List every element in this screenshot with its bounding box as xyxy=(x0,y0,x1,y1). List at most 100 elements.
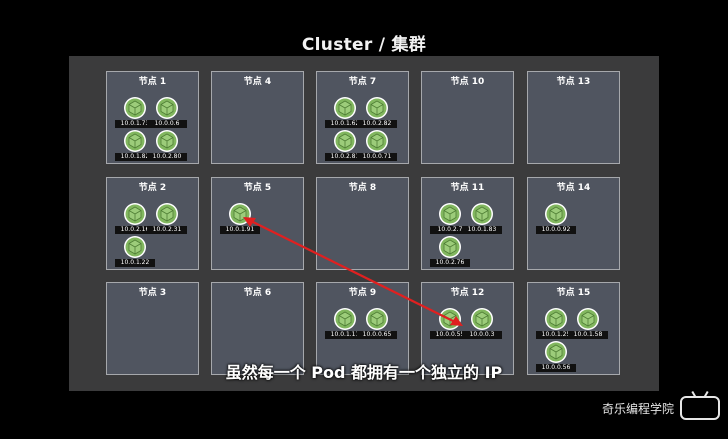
pod-item[interactable]: 10.0.1.82 xyxy=(115,129,155,163)
pod-icon xyxy=(366,130,388,152)
pod-item[interactable]: 10.0.2.76 xyxy=(430,235,470,269)
pod-item[interactable]: 10.0.1.25 xyxy=(536,307,576,341)
pod-item[interactable]: 10.0.1.83 xyxy=(462,202,502,236)
watermark-text: 奇乐编程学院 xyxy=(601,401,674,416)
pod-item[interactable]: 10.0.1.91 xyxy=(220,202,260,236)
pod-icon xyxy=(545,203,567,225)
pod-ip-label: 10.0.2.82 xyxy=(357,120,397,128)
node-label: 节点 11 xyxy=(450,183,485,193)
pod-item[interactable]: 10.0.2.31 xyxy=(147,202,187,236)
pod-ip-label: 10.0.1.91 xyxy=(220,226,260,234)
pod-icon xyxy=(471,203,493,225)
pod-icon xyxy=(366,308,388,330)
pod-ip-label: 10.0.0.65 xyxy=(357,331,397,339)
pod-icon xyxy=(577,308,599,330)
pod-icon xyxy=(124,97,146,119)
pod-icon xyxy=(156,130,178,152)
node-label: 节点 15 xyxy=(556,288,591,298)
pod-icon xyxy=(471,308,493,330)
subtitle-caption: 虽然每一个 Pod 都拥有一个独立的 IP xyxy=(225,363,503,382)
node-label: 节点 6 xyxy=(243,288,272,298)
pod-ip-label: 10.0.0.55 xyxy=(430,331,470,339)
node-label: 节点 3 xyxy=(138,288,167,298)
pod-icon xyxy=(124,130,146,152)
pod-ip-label: 10.0.0.92 xyxy=(536,226,576,234)
node-card[interactable]: 节点 8 xyxy=(316,177,409,270)
node-card[interactable]: 节点 14 10.0.0.92 xyxy=(527,177,620,270)
node-label: 节点 9 xyxy=(348,288,377,298)
pod-ip-label: 10.0.0.56 xyxy=(536,364,576,372)
pod-icon xyxy=(366,97,388,119)
pod-ip-label: 10.0.1.22 xyxy=(115,259,155,267)
pod-item[interactable]: 10.0.0.92 xyxy=(536,202,576,236)
cluster-title: Cluster / 集群 xyxy=(301,35,427,55)
node-label: 节点 14 xyxy=(556,183,591,193)
pod-item[interactable]: 10.0.2.16 xyxy=(115,202,155,236)
pod-ip-label: 10.0.2.31 xyxy=(147,226,187,234)
pod-item[interactable]: 10.0.0.3 xyxy=(462,307,502,341)
pod-item[interactable]: 10.0.2.81 xyxy=(325,129,365,163)
pod-item[interactable]: 10.0.0.65 xyxy=(357,307,397,341)
node-label: 节点 13 xyxy=(556,77,591,87)
watermark: 奇乐编程学院 xyxy=(602,396,720,420)
pod-item[interactable]: 10.0.1.11 xyxy=(325,307,365,341)
pod-item[interactable]: 10.0.0.56 xyxy=(536,340,576,374)
node-label: 节点 2 xyxy=(138,183,167,193)
pod-icon xyxy=(156,97,178,119)
pod-icon xyxy=(334,97,356,119)
pod-item[interactable]: 10.0.0.71 xyxy=(357,129,397,163)
pod-ip-label: 10.0.0.3 xyxy=(462,331,502,339)
node-label: 节点 7 xyxy=(348,77,377,87)
node-card[interactable]: 节点 13 xyxy=(527,71,620,164)
pod-item[interactable]: 10.0.2.80 xyxy=(147,129,187,163)
pod-ip-label: 10.0.2.80 xyxy=(147,153,187,161)
pod-ip-label: 10.0.0.71 xyxy=(357,153,397,161)
arrowhead-to-pod-node5 xyxy=(243,217,256,227)
node-label: 节点 8 xyxy=(348,183,377,193)
node-label: 节点 5 xyxy=(243,183,272,193)
pod-ip-label: 10.0.2.76 xyxy=(430,259,470,267)
pod-icon xyxy=(229,203,251,225)
node-card[interactable]: 节点 3 xyxy=(106,282,199,375)
arrowhead-to-pod-node12 xyxy=(450,316,463,326)
arrow-line xyxy=(250,220,456,323)
pod-item[interactable]: 10.0.1.22 xyxy=(115,235,155,269)
pod-item[interactable]: 10.0.1.62 xyxy=(325,96,365,130)
pod-ip-label: 10.0.2.7 xyxy=(430,226,470,234)
pod-icon xyxy=(439,203,461,225)
pod-ip-label: 10.0.1.25 xyxy=(536,331,576,339)
pod-item[interactable]: 10.0.2.7 xyxy=(430,202,470,236)
pod-item[interactable]: 10.0.2.82 xyxy=(357,96,397,130)
pod-item[interactable]: 10.0.1.58 xyxy=(568,307,608,341)
pod-icon xyxy=(334,130,356,152)
pod-icon xyxy=(439,236,461,258)
node-label: 节点 12 xyxy=(450,288,485,298)
pod-item[interactable]: 10.0.1.73 xyxy=(115,96,155,130)
node-card[interactable]: 节点 6 xyxy=(211,282,304,375)
pod-icon xyxy=(156,203,178,225)
node-card[interactable]: 节点 4 xyxy=(211,71,304,164)
pod-ip-label: 10.0.2.16 xyxy=(115,226,155,234)
pod-icon xyxy=(124,236,146,258)
pod-ip-label: 10.0.1.58 xyxy=(568,331,608,339)
pod-ip-label: 10.0.1.82 xyxy=(115,153,155,161)
pod-icon xyxy=(334,308,356,330)
node-label: 节点 4 xyxy=(243,77,272,87)
pod-ip-label: 10.0.1.73 xyxy=(115,120,155,128)
pod-item[interactable]: 10.0.0.6 xyxy=(147,96,187,130)
node-label: 节点 10 xyxy=(450,77,485,87)
pod-icon xyxy=(124,203,146,225)
tv-logo-icon xyxy=(680,396,720,420)
pod-ip-label: 10.0.1.83 xyxy=(462,226,502,234)
node-label: 节点 1 xyxy=(138,77,167,87)
node-card[interactable]: 节点 10 xyxy=(421,71,514,164)
pod-ip-label: 10.0.2.81 xyxy=(325,153,365,161)
